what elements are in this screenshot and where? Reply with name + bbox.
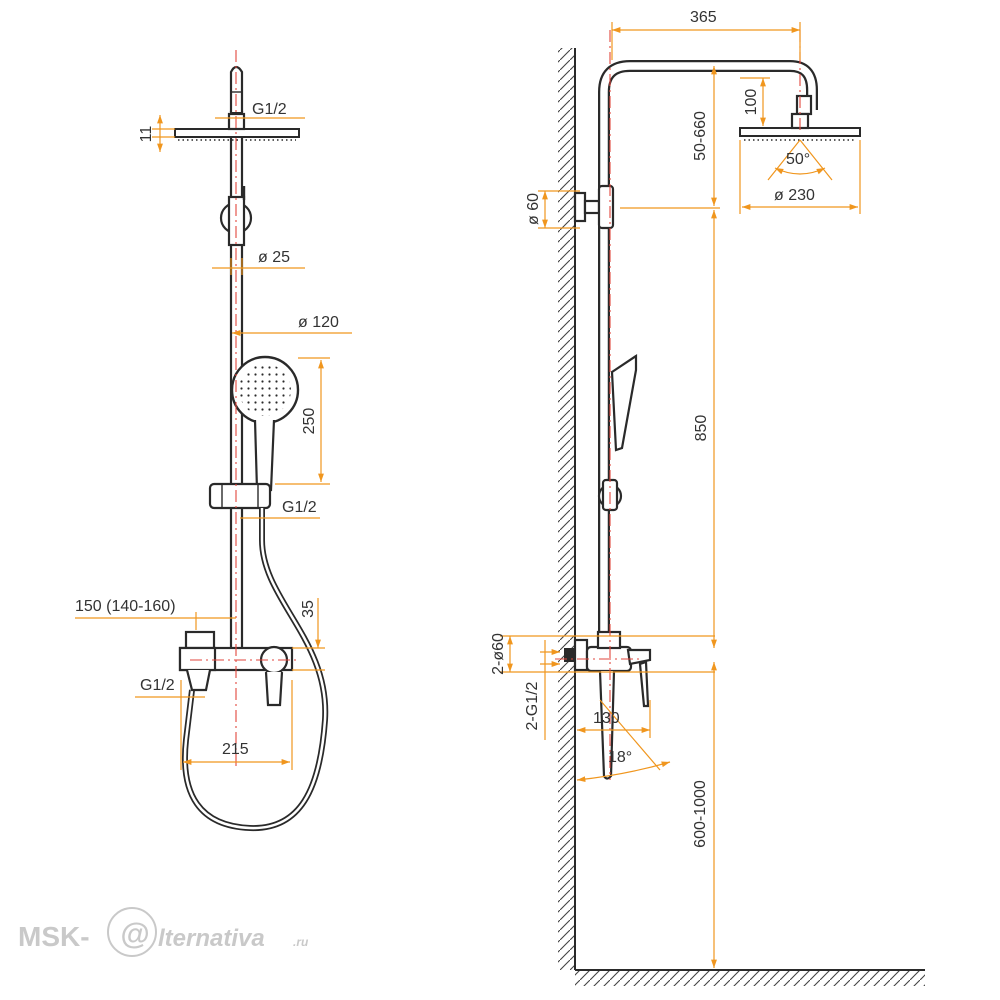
watermark-logo-ring xyxy=(107,907,157,957)
floor xyxy=(575,970,925,986)
front-inlet-head-label: G1/2 xyxy=(252,101,287,118)
side-hand-shower xyxy=(610,353,638,452)
front-pipe-diameter-label: ø 25 xyxy=(258,249,290,266)
front-mixer-height-label: 35 xyxy=(300,600,317,618)
side-dimensions xyxy=(500,22,861,968)
front-width-label: 215 xyxy=(222,741,249,758)
front-head-thickness-label: 11 xyxy=(138,126,155,143)
front-slider xyxy=(208,482,272,510)
side-flange-diameter-label: 2-ø60 xyxy=(490,633,507,675)
side-rail-length-label: 850 xyxy=(693,415,710,442)
side-arm-projection-label: 365 xyxy=(690,9,717,26)
front-view xyxy=(174,50,329,832)
watermark-symbol: @ xyxy=(120,918,149,951)
wall xyxy=(558,48,575,970)
front-head-shower xyxy=(174,128,300,138)
side-view xyxy=(555,30,925,986)
watermark-prefix: MSK- xyxy=(18,921,90,952)
side-wall-bracket xyxy=(573,191,587,223)
side-head-drop-label: 100 xyxy=(743,89,760,116)
front-center-distance-label: 150 (140-160) xyxy=(75,598,176,615)
side-inlet-thread-label: 2-G1/2 xyxy=(524,681,541,730)
side-mixer-projection-label: 130 xyxy=(593,710,620,727)
watermark-tld: .ru xyxy=(293,935,309,949)
side-bracket-diameter-label: ø 60 xyxy=(525,193,542,225)
side-mixer-flange xyxy=(564,648,574,662)
front-hand-shower-diameter-label: ø 120 xyxy=(298,314,339,331)
side-mixer-height-from-floor-label: 600-1000 xyxy=(692,780,709,848)
front-hand-shower-length-label: 250 xyxy=(301,408,318,435)
side-spray-angle-label: 50° xyxy=(786,151,810,168)
front-hose-connection-label: G1/2 xyxy=(282,499,317,516)
side-lever-angle-label: 18° xyxy=(608,749,632,766)
side-head-diameter-label: ø 230 xyxy=(774,187,815,204)
watermark: MSK- @ lternativa .ru xyxy=(18,907,309,957)
front-dimensions xyxy=(75,115,352,770)
front-inlet-mixer-label: G1/2 xyxy=(140,677,175,694)
side-adjustable-range-label: 50-660 xyxy=(692,111,709,161)
watermark-suffix: lternativa xyxy=(158,925,265,952)
front-hand-shower-handle xyxy=(253,419,276,492)
